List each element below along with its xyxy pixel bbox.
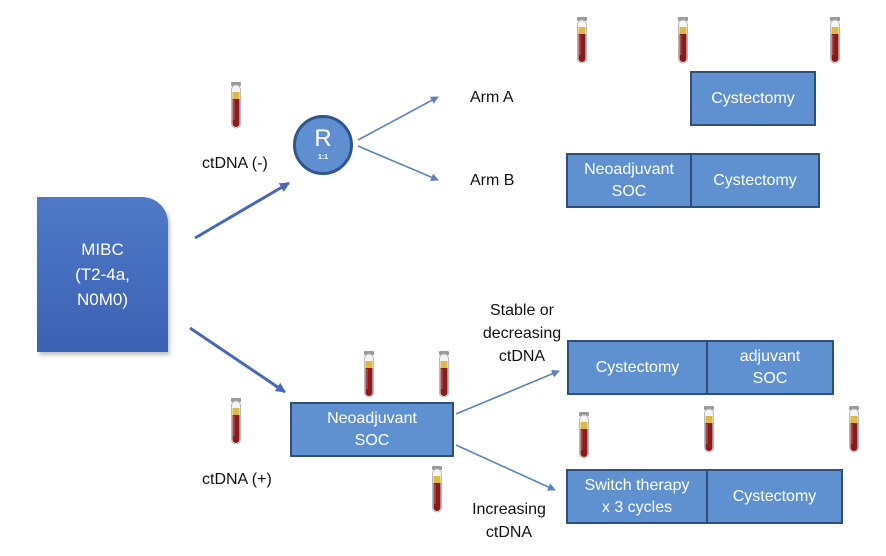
increasing-cystectomy-text: Cystectomy [732,487,817,505]
switch-therapy-line-2: x 3 cycles [601,498,673,516]
stable-adjuvant-line-1: adjuvant [739,347,801,365]
positive-neoadjuvant-line-2: SOC [354,431,390,449]
stable-adjuvant-box: adjuvant SOC [706,340,834,395]
randomization-ratio: 1:1 [317,154,329,161]
mibc-box: MIBC (T2-4a, N0M0) [37,197,168,352]
blood-tube-icon [230,82,242,130]
increasing-label-line-2: ctDNA [485,524,533,541]
blood-tube-icon [576,17,588,65]
mibc-line-3: N0M0) [76,290,128,309]
increasing-label: Increasing ctDNA [460,498,558,544]
stable-cystectomy-box: Cystectomy [567,340,708,395]
arm-b-cystectomy-text: Cystectomy [713,171,797,189]
randomization-circle: R 1:1 [293,115,353,175]
positive-neoadjuvant-box: Neoadjuvant SOC [290,402,454,457]
arrow-to-arm-b [357,145,439,181]
switch-therapy-box: Switch therapy x 3 cycles [566,469,708,524]
blood-tube-icon [438,351,450,399]
arm-a-cystectomy-text: Cystectomy [711,89,795,107]
arrow-to-increasing [455,444,556,491]
stable-cystectomy-text: Cystectomy [595,358,680,376]
blood-tube-icon [677,17,689,65]
arm-b-neoadjuvant-line-2: SOC [611,182,647,200]
arm-a-cystectomy-box: Cystectomy [690,71,816,126]
blood-tube-icon [431,466,443,514]
arrow-mibc-to-neoadjuvant [189,326,286,394]
arrow-mibc-to-randomization [194,181,290,240]
blood-tube-icon [848,406,860,454]
arm-b-neoadjuvant-line-1: Neoadjuvant [584,160,674,178]
arrow-to-stable [455,370,560,415]
blood-tube-icon [703,406,715,454]
mibc-line-1: MIBC [81,240,124,259]
blood-tube-icon [578,412,590,460]
stable-label-line-2: decreasing [482,325,562,342]
ctdna-negative-label: ctDNA (-) [202,155,268,172]
stable-label-line-3: ctDNA [498,348,546,365]
increasing-label-line-1: Increasing [472,501,546,518]
randomization-letter: R [314,125,332,152]
mibc-line-2: (T2-4a, [75,265,130,284]
arm-b-cystectomy-box: Cystectomy [690,153,820,208]
switch-therapy-line-1: Switch therapy [584,476,690,494]
stable-label-line-1: Stable or [489,302,555,319]
arm-a-label: Arm A [470,89,514,106]
increasing-cystectomy-box: Cystectomy [706,469,843,524]
blood-tube-icon [230,398,242,446]
blood-tube-icon [363,351,375,399]
stable-adjuvant-line-2: SOC [752,369,788,387]
blood-tube-icon [829,17,841,65]
stable-decreasing-label: Stable or decreasing ctDNA [470,299,574,368]
arm-b-neoadjuvant-box: Neoadjuvant SOC [566,153,692,208]
arm-b-label: Arm B [470,172,515,189]
ctdna-positive-label: ctDNA (+) [202,471,272,488]
positive-neoadjuvant-line-1: Neoadjuvant [327,409,417,427]
arrow-to-arm-a [357,96,439,141]
